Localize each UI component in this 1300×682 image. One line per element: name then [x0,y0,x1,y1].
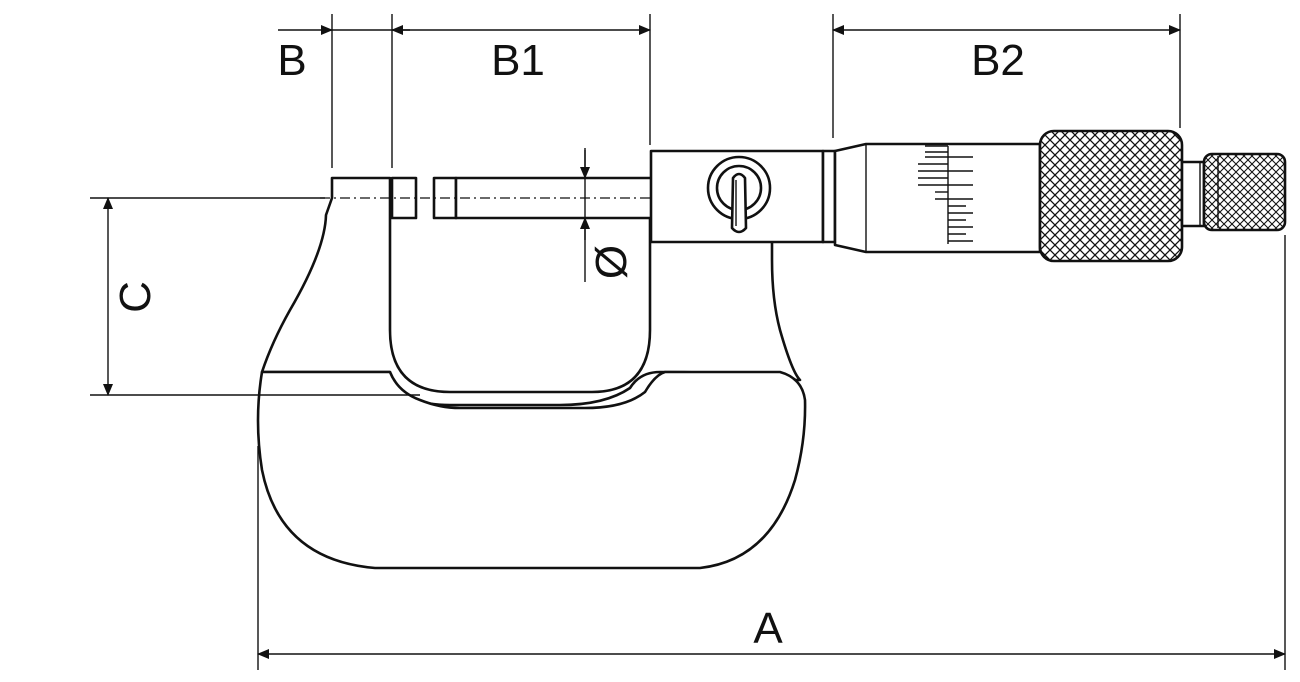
thimble [833,142,1042,254]
lock-nut [706,155,772,234]
extension-lines [90,14,1286,670]
barrel-ring [821,149,837,244]
label-a: A [753,604,783,653]
label-b: B [277,36,306,85]
thimble-scale [918,145,973,244]
label-b1: B1 [491,36,545,85]
label-b2: B2 [971,36,1025,85]
knurled-sleeve [1038,129,1184,263]
label-c: C [111,281,160,313]
label-diameter: Ø [587,245,636,279]
ratchet-knob [1202,152,1287,232]
